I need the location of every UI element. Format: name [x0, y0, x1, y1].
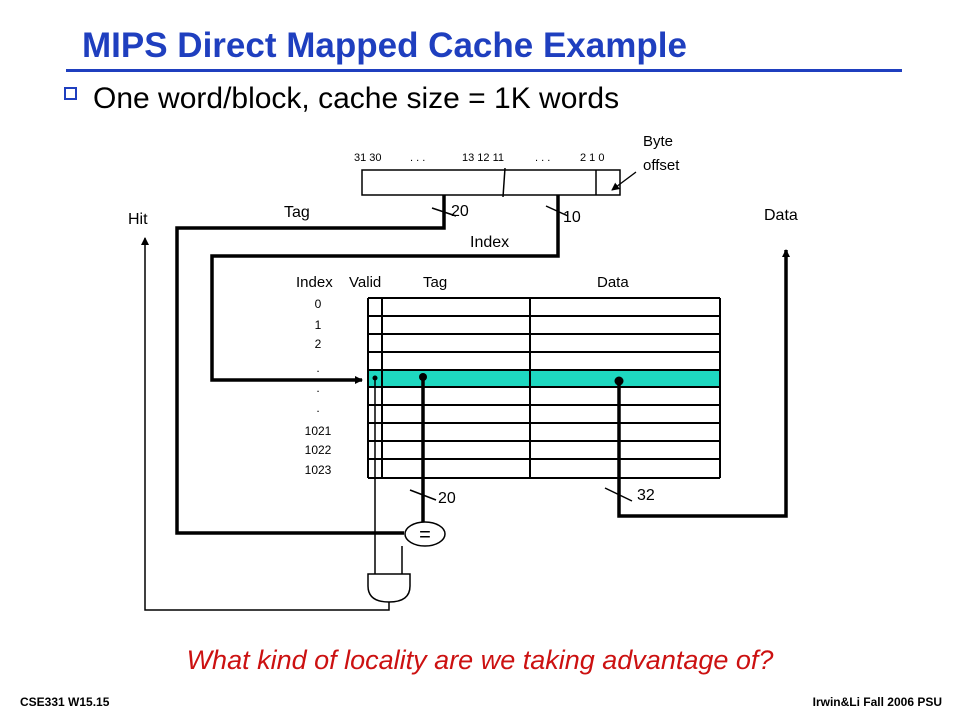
- cache-table: [367, 297, 721, 479]
- table-header-valid: Valid: [349, 274, 381, 291]
- square-bullet-icon: [64, 87, 77, 100]
- footer-credit: Irwin&Li Fall 2006 PSU: [812, 695, 942, 709]
- row-index-1: 1: [315, 318, 322, 332]
- index-field-width: 10: [563, 209, 581, 226]
- data-out-width: 32: [637, 487, 655, 504]
- row-index-dot-1: .: [316, 361, 319, 375]
- tag-out-width: 20: [438, 490, 456, 507]
- byte-offset-arrow: [611, 171, 637, 191]
- comparator-symbol: =: [419, 524, 431, 546]
- hit-and-gate: [367, 573, 411, 603]
- bullet-text: One word/block, cache size = 1K words: [93, 82, 620, 115]
- table-header-index: Index: [296, 274, 333, 291]
- tag-comparator: [404, 521, 446, 547]
- address-bits-dots-high: . . .: [410, 152, 425, 164]
- row-index-1023: 1023: [305, 463, 332, 477]
- table-header-data: Data: [597, 274, 629, 291]
- data-output-label: Data: [764, 207, 798, 224]
- address-bits-31-30: 31 30: [354, 152, 382, 164]
- data-out-wire: [617, 249, 790, 518]
- address-bits-2-1-0: 2 1 0: [580, 152, 604, 164]
- table-header-tag: Tag: [423, 274, 447, 291]
- hit-wire: [141, 237, 390, 611]
- byte-offset-label-line1: Byte: [643, 133, 673, 150]
- address-bits-dots-low: . . .: [535, 152, 550, 164]
- data-out-width-tick: [604, 487, 633, 502]
- row-index-0: 0: [315, 297, 322, 311]
- selected-cache-row: [368, 370, 720, 387]
- tag-out-width-tick: [409, 489, 437, 501]
- byte-offset-label-line2: offset: [643, 157, 680, 174]
- index-field-label: Index: [470, 234, 509, 251]
- row-index-1022: 1022: [305, 443, 332, 457]
- address-bits-13-12-11: 13 12 11: [462, 152, 504, 164]
- footer-course-id: CSE331 W15.15: [20, 695, 110, 709]
- index-width-tick: [545, 205, 569, 217]
- bullet-item: One word/block, cache size = 1K words: [64, 82, 619, 116]
- row-index-dot-2: .: [316, 381, 319, 395]
- hit-output-label: Hit: [128, 211, 148, 228]
- locality-question: What kind of locality are we taking adva…: [186, 645, 774, 675]
- row-index-labels: 0 1 2 . . . 1021 1022 1023: [305, 297, 332, 477]
- row-index-1021: 1021: [305, 424, 332, 438]
- row-index-2: 2: [315, 337, 322, 351]
- tag-field-width: 20: [451, 203, 469, 220]
- tag-width-tick: [431, 207, 457, 217]
- row-index-dot-3: .: [316, 401, 319, 415]
- slide-title: MIPS Direct Mapped Cache Example: [82, 26, 687, 65]
- title-underline: [66, 69, 902, 72]
- tag-field-label: Tag: [284, 204, 310, 221]
- tag-path-wire: [175, 195, 446, 535]
- index-path-wire: [210, 195, 560, 384]
- address-register: [361, 169, 621, 196]
- address-tag-index-divider: [502, 167, 506, 198]
